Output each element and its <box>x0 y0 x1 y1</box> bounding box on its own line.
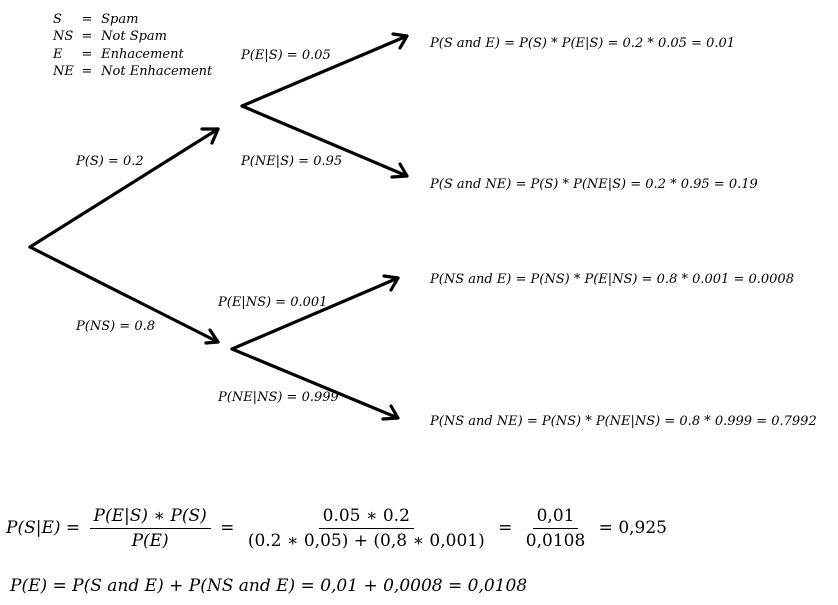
legend-meaning: Not Enhacement <box>101 64 213 79</box>
outcome-spam-and-ne: P(S and NE) = P(S) * P(NE|S) = 0.2 * 0.9… <box>430 177 758 192</box>
fraction-numerator: 0,01 <box>532 506 579 529</box>
edge-label-p-ne-given-not-spam: P(NE|NS) = 0.999 <box>218 390 339 405</box>
legend-meaning: Spam <box>101 12 139 27</box>
fraction-denominator: P(E) <box>131 531 169 551</box>
legend-symbol: E <box>53 47 63 62</box>
arrowhead-not-spam-ne <box>381 404 400 421</box>
bayes-result: = 0,925 <box>598 518 667 538</box>
legend-meaning: Enhacement <box>101 47 184 62</box>
fraction-numerator: P(E|S) ∗ P(S) <box>89 506 211 529</box>
arrowhead-spam <box>200 127 220 145</box>
bayes-lhs: P(S|E) = <box>6 518 81 538</box>
arrowhead-not-spam <box>204 328 220 345</box>
legend-symbol: NS <box>53 29 74 44</box>
fraction-denominator: (0.2 ∗ 0,05) + (0,8 ∗ 0,001) <box>247 531 485 551</box>
legend-row-enhancement: E= Enhacement <box>53 47 184 62</box>
edge-label-p-not-spam: P(NS) = 0.8 <box>76 319 156 334</box>
edge-label-p-e-given-not-spam: P(E|NS) = 0.001 <box>218 295 328 310</box>
arrowhead-not-spam-e <box>382 274 400 292</box>
branch-not-spam-to-ne <box>230 347 400 420</box>
legend-row-not-spam: NS= Not Spam <box>53 29 168 44</box>
legend-symbol: S <box>53 12 62 27</box>
outcome-spam-and-e: P(S and E) = P(S) * P(E|S) = 0.2 * 0.05 … <box>430 36 736 51</box>
total-probability-formula: P(E) = P(S and E) + P(NS and E) = 0,01 +… <box>10 576 528 596</box>
outcome-not-spam-and-ne: P(NS and NE) = P(NS) * P(NE|NS) = 0.8 * … <box>430 414 817 429</box>
legend-row-spam: S= Spam <box>53 12 139 27</box>
edge-label-p-e-given-spam: P(E|S) = 0.05 <box>241 48 331 63</box>
arrowhead-spam-ne <box>390 162 409 179</box>
equals-sign: = <box>220 518 235 538</box>
fraction-numerator: 0.05 ∗ 0.2 <box>318 506 414 529</box>
branch-not-spam-to-e <box>230 276 400 351</box>
legend-symbol: NE <box>53 64 74 79</box>
legend-meaning: Not Spam <box>101 29 168 44</box>
bayes-fraction-symbolic: P(E|S) ∗ P(S) P(E) <box>89 506 211 551</box>
edge-label-p-spam: P(S) = 0.2 <box>76 154 144 169</box>
branch-spam-to-e <box>240 34 409 108</box>
bayes-formula: P(S|E) = P(E|S) ∗ P(S) P(E) = 0.05 ∗ 0.2… <box>6 506 667 551</box>
outcome-not-spam-and-e: P(NS and E) = P(NS) * P(E|NS) = 0.8 * 0.… <box>430 272 794 287</box>
equals-sign: = <box>498 518 513 538</box>
bayes-fraction-evaluated: 0,01 0,0108 <box>522 506 589 551</box>
legend-row-not-enhancement: NE= Not Enhacement <box>53 64 213 79</box>
branch-root-to-spam <box>28 127 220 249</box>
fraction-denominator: 0,0108 <box>525 531 586 551</box>
branch-spam-to-ne <box>240 104 409 178</box>
arrowhead-spam-e <box>391 32 409 50</box>
edge-label-p-ne-given-spam: P(NE|S) = 0.95 <box>241 154 343 169</box>
bayes-fraction-numeric: 0.05 ∗ 0.2 (0.2 ∗ 0,05) + (0,8 ∗ 0,001) <box>244 506 489 551</box>
branch-root-to-not-spam <box>28 245 220 344</box>
